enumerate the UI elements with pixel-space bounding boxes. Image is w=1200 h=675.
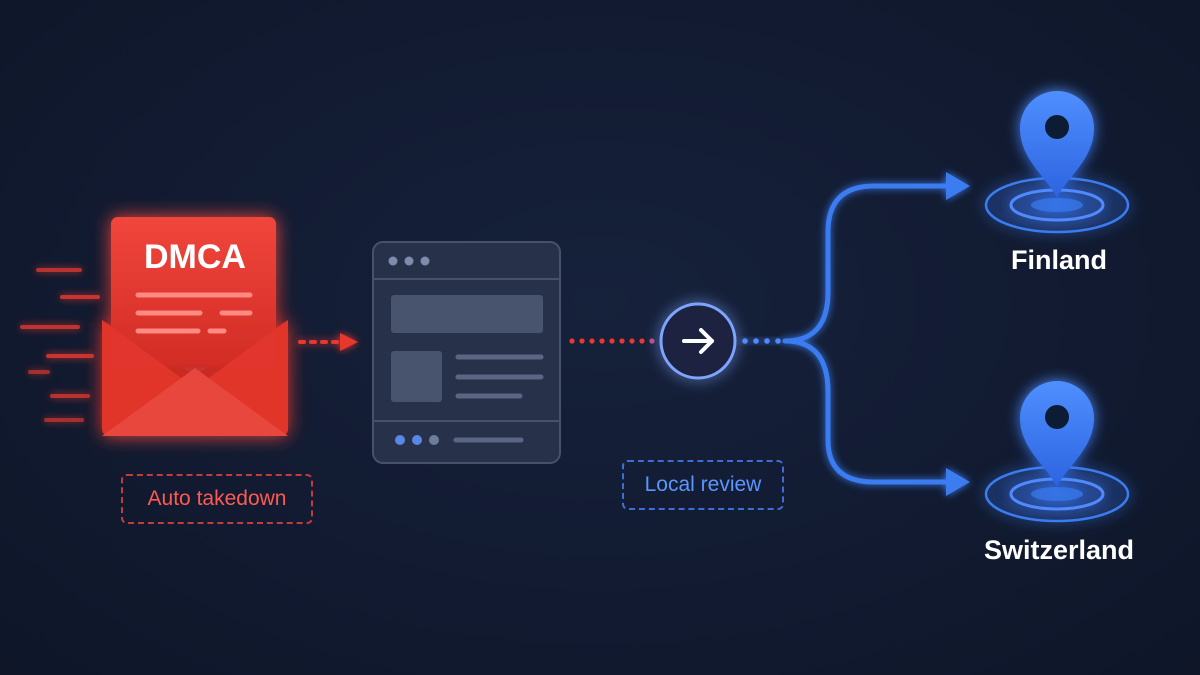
motion-lines [20,268,100,422]
auto-takedown-label: Auto takedown [121,474,313,524]
branch-paths [782,183,953,485]
dmca-title: DMCA [144,238,246,276]
map-pin-icon [984,381,1130,523]
map-pin-icon [984,91,1130,234]
local-review-label: Local review [622,460,784,510]
takedown-arrow [298,333,358,351]
arrow-right-circle-icon [659,302,737,380]
destination-label-finland: Finland [1011,245,1107,275]
envelope-with-letter-icon [102,217,288,436]
branch-arrowheads [946,172,970,496]
review-connector [569,338,781,344]
destination-label-switzerland: Switzerland [983,535,1135,565]
browser-window-icon [372,241,561,464]
letter-text-lines [135,292,253,334]
